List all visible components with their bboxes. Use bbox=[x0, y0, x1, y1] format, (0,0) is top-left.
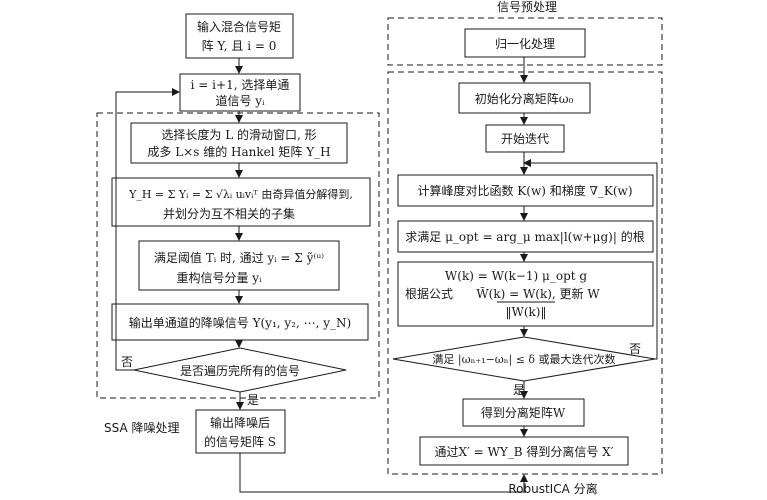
ssa-decision-text: 是否遍历完所有的信号 bbox=[180, 363, 300, 378]
ica-no-label: 否 bbox=[629, 342, 641, 356]
solve-box bbox=[397, 220, 654, 253]
output-single-box bbox=[111, 303, 369, 341]
ica-group: 信号预处理 归一化处理 初始化分离矩阵ω₀ 开始迭代 计算峰度对比函数 K(w)… bbox=[387, 0, 663, 496]
window-line1: 选择长度为 L 的滑动窗口, 形 bbox=[161, 127, 316, 142]
window-box bbox=[130, 122, 348, 164]
update-line3: W̃(k) = W(k), 更新 W bbox=[476, 286, 600, 301]
ica-dashed-region bbox=[387, 71, 663, 475]
ssa-yes-label: 是 bbox=[247, 393, 259, 407]
init-text: 初始化分离矩阵ω₀ bbox=[475, 91, 574, 106]
window-line2: 成多 L×s 维的 Hankel 矩阵 Y_H bbox=[147, 144, 330, 159]
ica-group-label: RobustICA 分离 bbox=[508, 481, 597, 496]
select-channel-line2: 道信号 yᵢ bbox=[215, 94, 265, 108]
input-line1: 输入混合信号矩 bbox=[197, 19, 281, 34]
preprocess-label: 信号预处理 bbox=[497, 0, 557, 14]
output-matrix-box bbox=[195, 409, 286, 454]
result-box bbox=[462, 398, 585, 427]
svd-box bbox=[111, 177, 371, 227]
result-text: 得到分离矩阵W bbox=[481, 405, 566, 420]
ssa-group-label: SSA 降噪处理 bbox=[104, 421, 179, 435]
ssa-no-label: 否 bbox=[121, 355, 133, 369]
input-line2: 阵 Y, 且 i = 0 bbox=[202, 39, 277, 53]
update-line2: 根据公式 bbox=[405, 287, 453, 301]
svd-line2: 并划分为互不相关的子集 bbox=[163, 206, 295, 221]
update-box bbox=[397, 261, 654, 327]
reconstruct-line2: 重构信号分量 yᵢ bbox=[176, 270, 262, 285]
svd-line1: Y_H = Σ Yᵢ = Σ √λᵢ uᵢvᵢᵀ 由奇异值分解得到, bbox=[128, 187, 353, 201]
output-matrix-line2: 的信号矩阵 S bbox=[204, 434, 276, 449]
select-channel-box bbox=[179, 73, 301, 112]
final-box bbox=[419, 436, 629, 466]
output-single-text: 输出单通道的降噪信号 Y(y₁, y₂, ⋯, y_N) bbox=[129, 315, 351, 330]
select-channel-line1: i = i+1, 选择单通 bbox=[191, 78, 290, 92]
init-box bbox=[458, 82, 591, 114]
compute-text: 计算峰度对比函数 K(w) 和梯度 ∇_K(w) bbox=[417, 183, 632, 198]
ssa-group: 输入混合信号矩 阵 Y, 且 i = 0 i = i+1, 选择单通 道信号 y… bbox=[96, 13, 528, 493]
ssa-dashed-region bbox=[96, 112, 380, 399]
update-line1: W(k) = W(k−1) μ_opt g bbox=[445, 269, 587, 283]
update-line4: ‖W(k)‖ bbox=[506, 305, 547, 319]
final-text: 通过X′ = WY_B 得到分离信号 X′ bbox=[435, 444, 614, 459]
reconstruct-line1: 满足阈值 Tᵢ 时, 通过 yᵢ = Σ ỹ⁽ᵘ⁾ bbox=[154, 250, 324, 265]
start-text: 开始迭代 bbox=[501, 132, 549, 146]
compute-box bbox=[397, 174, 654, 207]
solve-text: 求满足 μ_opt = arg_μ max|l(w+μg)| 的根 bbox=[405, 229, 644, 244]
ica-decision-text: 满足 |ωₙ₊₁−ωₙ| ≤ δ 或最大迭代次数 bbox=[432, 352, 615, 367]
normalize-box bbox=[464, 28, 586, 58]
normalize-text: 归一化处理 bbox=[495, 37, 555, 51]
reconstruct-box bbox=[138, 240, 340, 291]
output-matrix-line1: 输出降噪后 bbox=[210, 415, 270, 430]
start-box bbox=[485, 124, 565, 153]
ica-yes-label: 是 bbox=[513, 383, 525, 397]
